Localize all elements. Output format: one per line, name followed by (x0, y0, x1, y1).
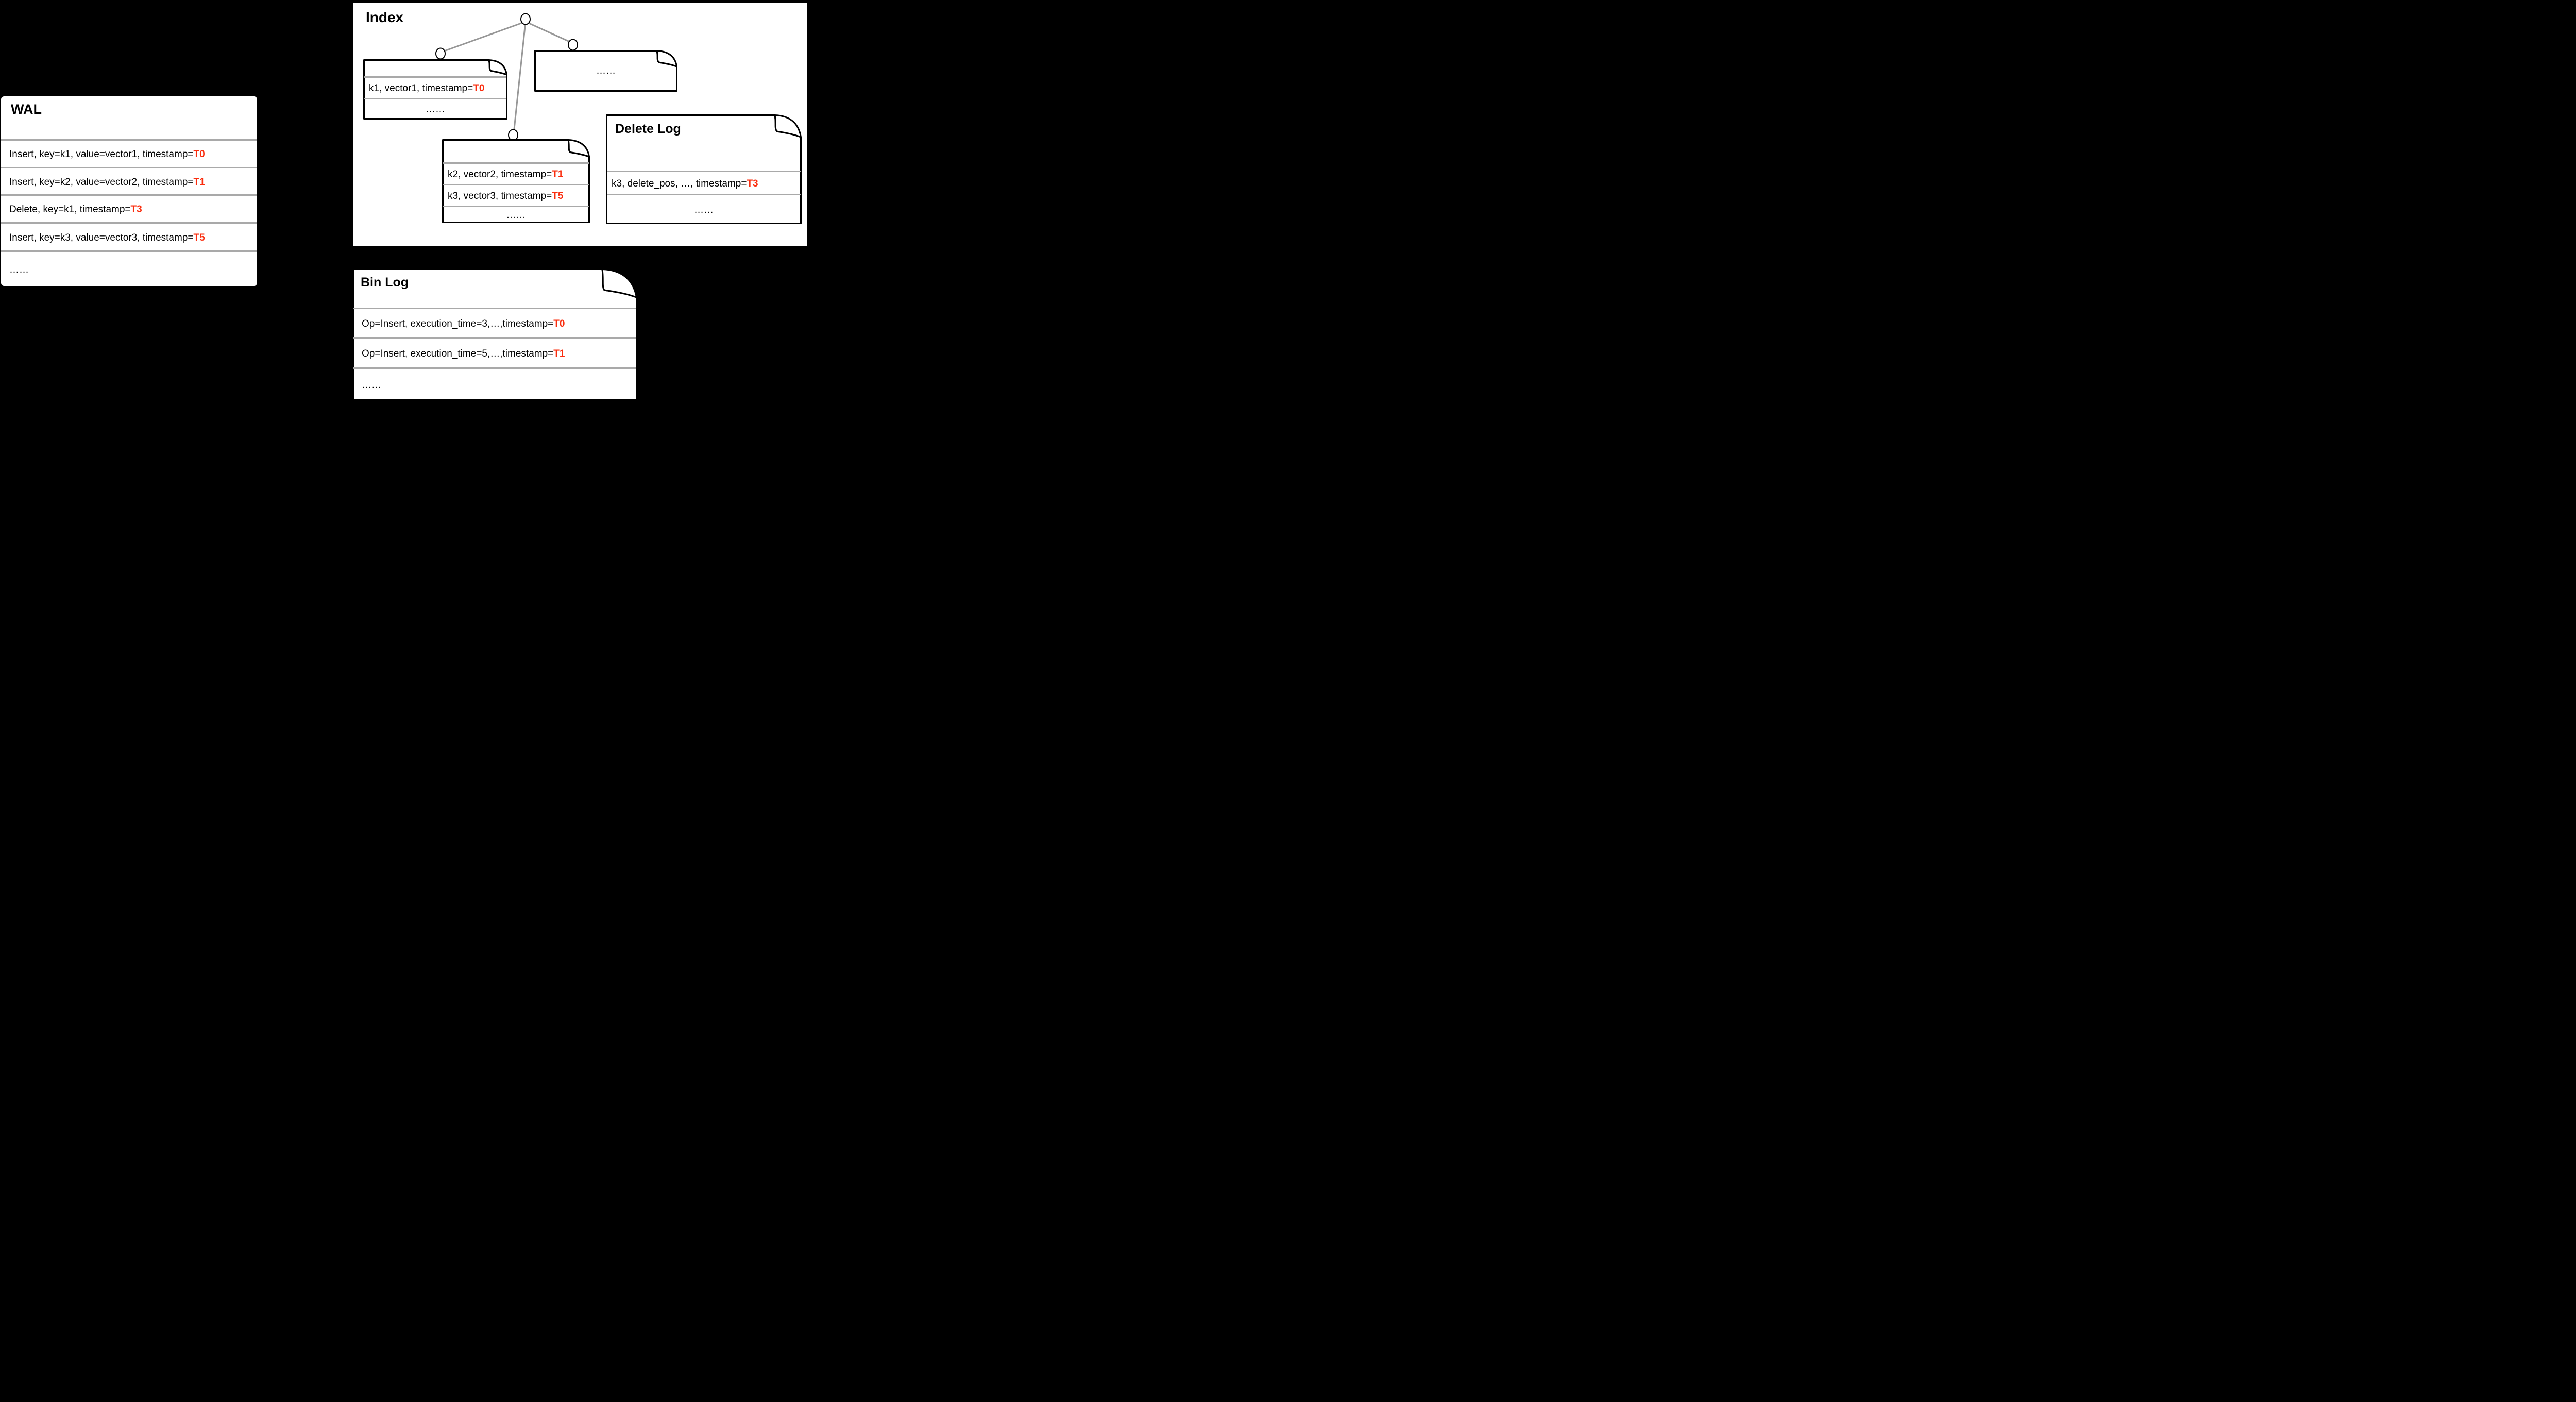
doc-row-text: …… (506, 210, 526, 221)
wal-row: …… (1, 250, 257, 288)
timestamp-value: T1 (193, 176, 205, 188)
index-segment-doc-2: …… (534, 50, 677, 92)
doc-row: …… (443, 206, 589, 224)
doc-row-text: Op=Insert, execution_time=5,…,timestamp= (362, 348, 554, 359)
wal-box: WAL Insert, key=k1, value=vector1, times… (1, 96, 257, 286)
wal-row: Insert, key=k1, value=vector1, timestamp… (1, 139, 257, 168)
doc-row: …… (364, 98, 506, 120)
folded-page-shape (363, 59, 507, 120)
index-title: Index (366, 9, 404, 25)
doc-row: k2, vector2, timestamp=T1 (443, 162, 589, 185)
doc-row-text: …… (596, 65, 616, 76)
doc-row: k3, vector3, timestamp=T5 (443, 184, 589, 207)
wal-row-text: Delete, key=k1, timestamp= (9, 204, 131, 215)
folded-page-shape (606, 114, 802, 224)
timestamp-value: T3 (747, 178, 758, 189)
doc-row: k1, vector1, timestamp=T0 (364, 76, 506, 99)
wal-row: Insert, key=k3, value=vector3, timestamp… (1, 222, 257, 252)
timestamp-value: T0 (193, 149, 205, 160)
page-fold-corner (656, 50, 677, 67)
doc-row: …… (534, 50, 677, 92)
doc-row-text: …… (694, 204, 714, 215)
wal-row-text: Insert, key=k3, value=vector3, timestamp… (9, 232, 194, 243)
timestamp-value: T3 (130, 204, 142, 215)
index-segment-doc-1: k1, vector1, timestamp=T0 …… (363, 59, 507, 120)
timestamp-value: T0 (473, 83, 485, 94)
page-fold-corner (567, 139, 590, 158)
wal-title: WAL (11, 102, 42, 117)
bin-log-title: Bin Log (361, 275, 409, 290)
page-fold-corner (488, 59, 507, 76)
doc-row: …… (353, 367, 636, 401)
doc-row-text: k1, vector1, timestamp= (369, 83, 473, 94)
folded-page-shape (442, 139, 590, 223)
timestamp-value: T1 (552, 169, 564, 180)
wal-row-text: Insert, key=k2, value=vector2, timestamp… (9, 176, 194, 188)
page-fold-corner (774, 114, 802, 138)
bin-log-doc: Bin Log Op=Insert, execution_time=3,…,ti… (352, 268, 637, 401)
timestamp-value: T1 (553, 348, 565, 359)
wal-row-text: …… (9, 264, 29, 275)
timestamp-value: T0 (553, 318, 565, 329)
doc-row-text: k3, delete_pos, …, timestamp= (612, 178, 747, 189)
doc-row-text: k3, vector3, timestamp= (448, 191, 552, 201)
doc-row-text: …… (362, 379, 381, 391)
folded-page-shape (534, 50, 677, 92)
index-segment-doc-3: k2, vector2, timestamp=T1 k3, vector3, t… (442, 139, 590, 223)
timestamp-value: T5 (552, 191, 564, 201)
timestamp-value: T5 (193, 232, 205, 243)
doc-row: Op=Insert, execution_time=5,…,timestamp=… (353, 337, 636, 369)
wal-row-text: Insert, key=k1, value=vector1, timestamp… (9, 149, 194, 160)
doc-row-text: Op=Insert, execution_time=3,…,timestamp= (362, 318, 554, 329)
doc-row: …… (607, 194, 801, 225)
diagram-canvas: WAL Insert, key=k1, value=vector1, times… (0, 0, 808, 402)
page-fold-corner (601, 268, 637, 298)
wal-row: Insert, key=k2, value=vector2, timestamp… (1, 167, 257, 196)
doc-row: k3, delete_pos, …, timestamp=T3 (607, 171, 801, 195)
delete-log-doc: Delete Log k3, delete_pos, …, timestamp=… (606, 114, 802, 224)
wal-row: Delete, key=k1, timestamp=T3 (1, 194, 257, 224)
doc-row-text: k2, vector2, timestamp= (448, 169, 552, 180)
doc-row-text: …… (426, 104, 445, 115)
delete-log-title: Delete Log (615, 122, 681, 136)
doc-row: Op=Insert, execution_time=3,…,timestamp=… (353, 308, 636, 339)
